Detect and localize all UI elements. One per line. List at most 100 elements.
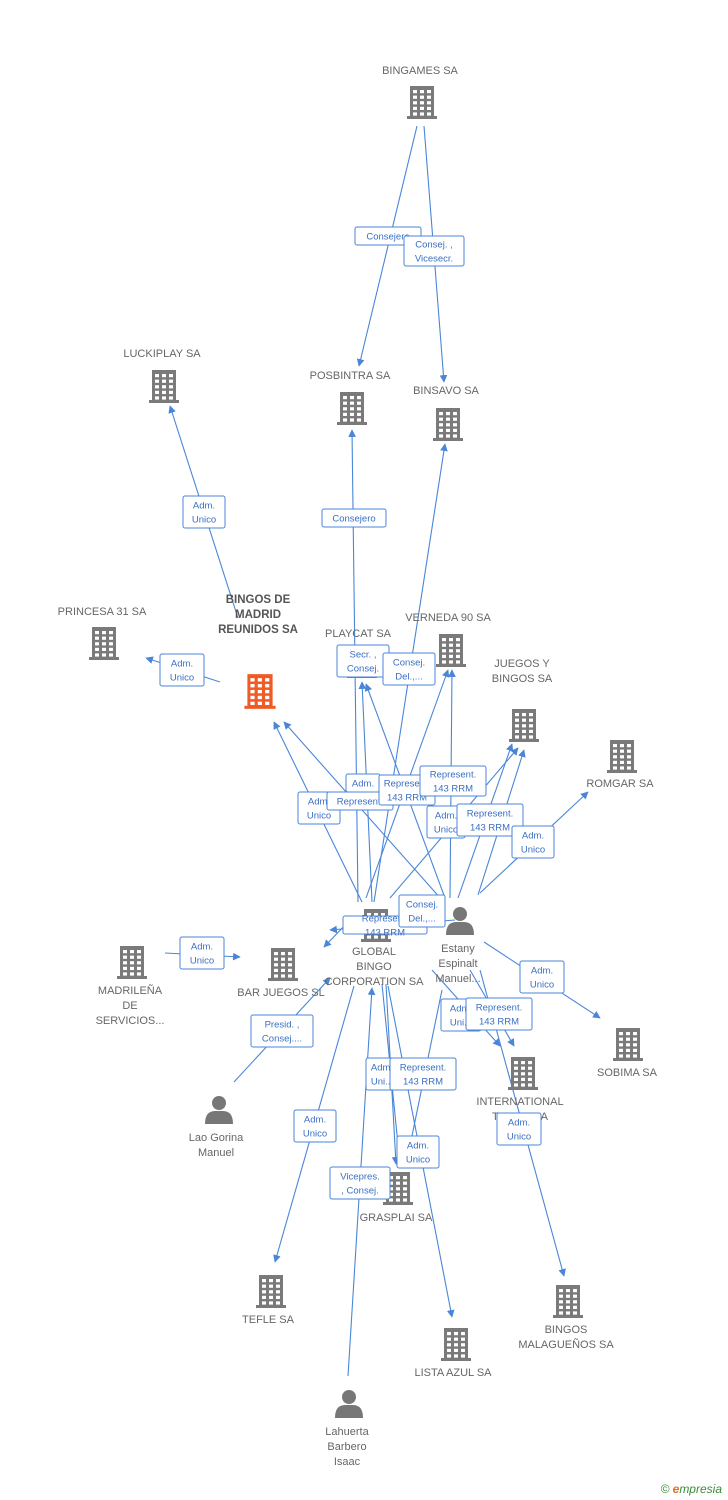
node-luckiplay[interactable]: LUCKIPLAY SA	[123, 348, 201, 403]
node-label: Barbero	[327, 1441, 366, 1453]
edge-label-box	[465, 997, 533, 1031]
edge-label-text: Vicepres.	[340, 1172, 379, 1183]
node-binsavo[interactable]: BINSAVO SA	[413, 385, 480, 441]
node-verneda[interactable]: VERNEDA 90 SA	[405, 612, 491, 667]
edge-label-estany-to-juegos[interactable]: Represent. 143 RRM	[456, 803, 524, 837]
edge-label-estany-to-sobima[interactable]: Adm.Unico	[519, 960, 565, 994]
edge-label-estany-to-international[interactable]: Represent. 143 RRM	[465, 997, 533, 1031]
edge-label-text: Adm.	[171, 659, 193, 670]
edge-label-text: Secr. ,	[350, 650, 377, 661]
edge-label-box	[159, 653, 205, 687]
edge-label-box	[456, 803, 524, 837]
node-label: REUNIDOS SA	[218, 624, 298, 636]
edge-label-text: 143 RRM	[403, 1077, 443, 1088]
edge-label-box	[321, 508, 387, 528]
building-icon	[613, 1028, 643, 1061]
edge-label-madrilena-to-bar_juegos[interactable]: Adm.Unico	[179, 936, 225, 970]
edge-label-lao-to-global[interactable]: Presid. ,Consej....	[250, 1014, 314, 1048]
node-label: Manuel...	[435, 973, 480, 985]
edge-label-text: Represent.	[337, 797, 383, 808]
edge-label-lahuerta-to-global[interactable]: Vicepres., Consej.	[329, 1166, 391, 1200]
node-label: SERVICIOS...	[96, 1015, 165, 1027]
node-sobima[interactable]: SOBIMA SA	[597, 1028, 658, 1079]
node-label: Lao Gorina	[189, 1132, 244, 1144]
building-icon	[436, 634, 466, 667]
brand-footer[interactable]: ©empresia	[661, 1482, 722, 1496]
node-posbintra[interactable]: POSBINTRA SA	[310, 370, 391, 425]
building-icon	[268, 948, 298, 981]
node-label: BINSAVO SA	[413, 385, 479, 397]
edge-label-bingames-to-binsavo[interactable]: Consej. ,Vicesecr.	[403, 235, 465, 267]
node-lista_azul[interactable]: LISTA AZUL SA	[414, 1328, 492, 1379]
edge-label-estany-to-playcat[interactable]: Consej.Del.,...	[382, 652, 436, 686]
edge-label-text: Unico	[507, 1132, 531, 1143]
node-princesa[interactable]: PRINCESA 31 SA	[58, 606, 147, 660]
node-bar_juegos[interactable]: BAR JUEGOS SL	[237, 948, 325, 999]
node-label: BINGO	[356, 961, 392, 973]
edge-label-text: 143 RRM	[479, 1017, 519, 1028]
edge-label-text: Consejero	[332, 514, 375, 525]
edge-label-bingos_madrid-to-princesa[interactable]: Adm.Unico	[159, 653, 205, 687]
edge-label-estany-to-juegos[interactable]: Represent. 143 RRM	[419, 765, 487, 797]
building-icon	[509, 709, 539, 742]
edge-label-global-to-tefle[interactable]: Adm.Unico	[293, 1109, 337, 1143]
node-estany[interactable]: EstanyEspinaltManuel...	[435, 907, 481, 985]
edge-label-global-to-verneda[interactable]: Adm.	[345, 773, 381, 793]
node-label: VERNEDA 90 SA	[405, 612, 491, 624]
person-icon	[205, 1096, 233, 1124]
edge-label-global-to-bingos_malaguenos[interactable]: Adm.Unico	[496, 1112, 542, 1146]
edge-label-text: Represent.	[467, 809, 513, 820]
building-icon	[407, 86, 437, 119]
edge-label-text: Consej.	[393, 658, 425, 669]
building-icon	[553, 1285, 583, 1318]
edge-label-text: Adm.	[531, 966, 553, 977]
node-label: PRINCESA 31 SA	[58, 606, 147, 618]
node-romgar[interactable]: ROMGAR SA	[586, 740, 654, 790]
edge-label-text: Represent.	[384, 779, 430, 790]
edge-label-text: 143 RRM	[433, 784, 473, 795]
building-icon	[441, 1328, 471, 1361]
edge-label-box	[382, 652, 436, 686]
building-icon	[607, 740, 637, 773]
node-madrilena[interactable]: MADRILEÑADESERVICIOS...	[96, 946, 165, 1027]
edge-label-global-to-playcat[interactable]: Secr. ,Consej.	[336, 644, 390, 678]
node-tefle[interactable]: TEFLE SA	[242, 1275, 295, 1326]
edge-label-text: 143 RRM	[365, 928, 405, 939]
node-label: DE	[122, 1000, 137, 1012]
edge-label-text: 143 RRM	[470, 823, 510, 834]
node-label: LUCKIPLAY SA	[123, 348, 201, 360]
edge-label-text: Adm.	[191, 942, 213, 953]
node-label: POSBINTRA SA	[310, 370, 391, 382]
building-icon	[337, 392, 367, 425]
node-label: MADRID	[235, 609, 281, 621]
edge-label-text: Uni...	[371, 1077, 393, 1088]
edge-label-text: Represent.	[430, 770, 476, 781]
edge-label-global-to-grasplai[interactable]: Adm.Unico	[396, 1135, 440, 1169]
building-icon	[244, 674, 276, 709]
edge-label-box	[403, 235, 465, 267]
edge-label-estany-to-grasplai[interactable]: Represent. 143 RRM	[389, 1057, 457, 1091]
edge-label-text: Presid. ,	[265, 1020, 300, 1031]
edge-label-box	[179, 936, 225, 970]
edge-label-global-to-posbintra[interactable]: Consejero	[321, 508, 387, 528]
person-icon	[335, 1390, 363, 1418]
edge-estany-to-bingos_madrid	[283, 721, 443, 901]
edge-label-text: Represent.	[400, 1063, 446, 1074]
edge-label-box	[389, 1057, 457, 1091]
node-bingames[interactable]: BINGAMES SA	[382, 65, 459, 119]
edge-label-text: Adm.	[522, 831, 544, 842]
edge-label-text: Represent.	[476, 1003, 522, 1014]
edge-label-global-to-romgar[interactable]: Adm.Unico	[511, 825, 555, 859]
building-icon	[149, 370, 179, 403]
node-label: Estany	[441, 943, 475, 955]
edge-label-box	[519, 960, 565, 994]
edge-label-global-to-bar_juegos[interactable]: Consej.Del.,...	[398, 894, 446, 928]
edge-label-bingos_madrid-to-luckiplay[interactable]: Adm.Unico	[182, 495, 226, 529]
